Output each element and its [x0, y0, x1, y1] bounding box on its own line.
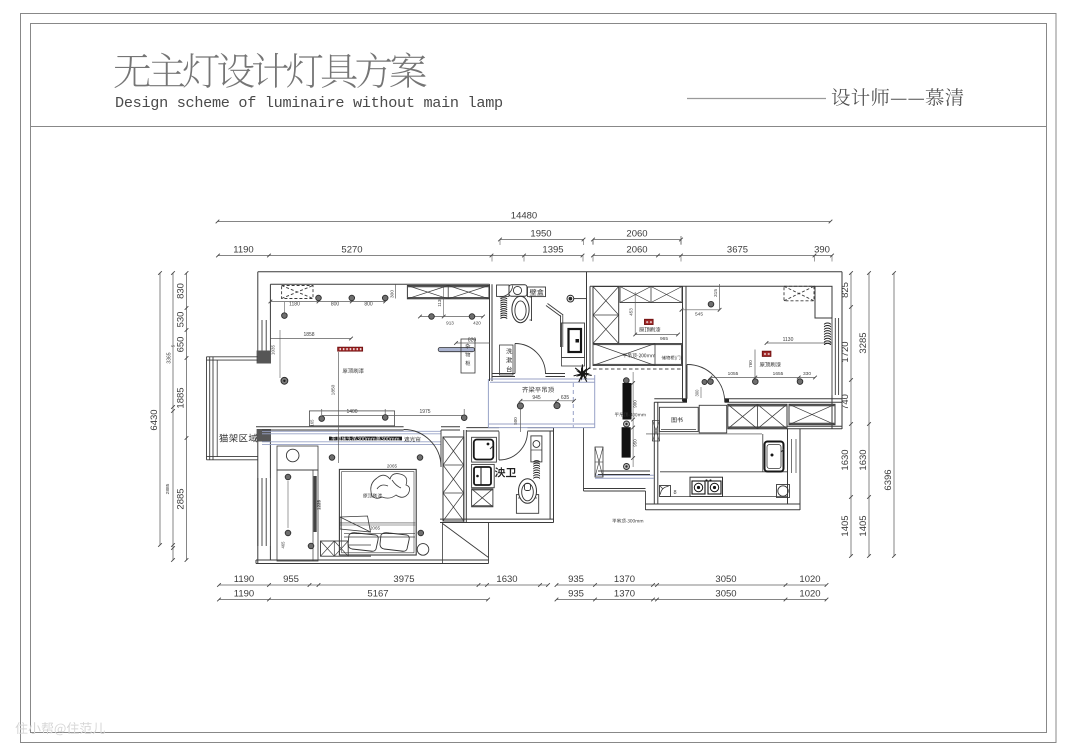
- svg-text:1190: 1190: [234, 589, 254, 600]
- svg-text:1370: 1370: [614, 574, 635, 585]
- svg-text:1190: 1190: [234, 574, 254, 585]
- svg-text:300: 300: [695, 389, 700, 397]
- svg-text:315: 315: [713, 289, 719, 297]
- svg-text:2060: 2060: [626, 245, 647, 256]
- svg-text:390: 390: [814, 245, 830, 256]
- svg-text:1370: 1370: [614, 589, 635, 600]
- svg-text:1405: 1405: [858, 515, 869, 536]
- svg-text:1130: 1130: [437, 297, 442, 307]
- svg-text:2065: 2065: [387, 464, 398, 469]
- svg-text:500: 500: [513, 417, 518, 425]
- svg-text:1885: 1885: [176, 387, 187, 408]
- svg-text:1395: 1395: [542, 245, 563, 256]
- svg-text:1850: 1850: [331, 384, 337, 395]
- svg-text:3050: 3050: [715, 589, 736, 600]
- svg-text:913: 913: [446, 321, 454, 326]
- svg-text:453: 453: [629, 308, 634, 316]
- svg-text:2885: 2885: [176, 488, 187, 509]
- svg-text:1720: 1720: [840, 341, 851, 362]
- svg-text:1225: 1225: [317, 499, 322, 510]
- svg-text:6430: 6430: [149, 409, 160, 430]
- svg-text:1190: 1190: [233, 245, 253, 256]
- svg-text:6396: 6396: [883, 469, 894, 490]
- svg-text:5270: 5270: [341, 245, 362, 256]
- svg-text:330: 330: [803, 371, 811, 377]
- svg-text:635: 635: [561, 395, 570, 401]
- svg-text:1020: 1020: [799, 574, 820, 585]
- svg-text:14480: 14480: [511, 211, 537, 222]
- svg-text:Design scheme of luminaire wit: Design scheme of luminaire without main …: [115, 94, 503, 112]
- svg-text:1630: 1630: [858, 449, 869, 470]
- svg-text:1405: 1405: [840, 515, 851, 536]
- svg-text:1630: 1630: [496, 574, 517, 585]
- svg-text:530: 530: [176, 312, 187, 328]
- svg-text:465: 465: [281, 541, 286, 549]
- svg-text:2885: 2885: [165, 483, 171, 494]
- svg-text:5167: 5167: [367, 589, 388, 600]
- svg-text:820: 820: [468, 338, 477, 344]
- svg-text:2060: 2060: [626, 229, 647, 240]
- svg-text:740: 740: [840, 394, 851, 410]
- svg-text:1035: 1035: [271, 344, 276, 355]
- svg-text:3675: 3675: [727, 245, 748, 256]
- svg-text:545: 545: [695, 311, 703, 317]
- svg-text:1325: 1325: [316, 499, 321, 510]
- svg-text:3050: 3050: [715, 574, 736, 585]
- svg-text:1655: 1655: [773, 371, 784, 377]
- svg-text:1858: 1858: [303, 332, 314, 338]
- svg-text:935: 935: [568, 589, 584, 600]
- svg-text:1020: 1020: [799, 589, 820, 600]
- svg-text:3285: 3285: [858, 332, 869, 353]
- svg-text:900: 900: [633, 400, 638, 408]
- svg-text:760: 760: [748, 360, 753, 368]
- svg-text:830: 830: [176, 283, 187, 299]
- svg-text:300: 300: [390, 290, 396, 298]
- svg-text:800: 800: [331, 302, 340, 308]
- svg-text:3365: 3365: [167, 352, 173, 363]
- svg-text:1630: 1630: [840, 449, 851, 470]
- svg-text:955: 955: [283, 574, 299, 585]
- svg-text:5: 5: [171, 344, 176, 347]
- svg-text:1400: 1400: [346, 409, 357, 415]
- svg-text:1950: 1950: [530, 229, 551, 240]
- svg-text:1180: 1180: [289, 302, 300, 308]
- svg-text:1130: 1130: [783, 337, 794, 343]
- svg-text:2065: 2065: [370, 526, 381, 531]
- svg-text:800: 800: [364, 302, 373, 308]
- svg-text:950: 950: [633, 439, 638, 447]
- svg-text:1975: 1975: [419, 409, 430, 415]
- svg-text:420: 420: [473, 321, 481, 326]
- svg-text:945: 945: [532, 395, 541, 401]
- svg-text:8: 8: [673, 490, 676, 496]
- svg-text:650: 650: [176, 337, 187, 353]
- svg-text:3975: 3975: [393, 574, 414, 585]
- svg-text:965: 965: [660, 336, 668, 342]
- svg-text:825: 825: [840, 282, 851, 298]
- svg-text:935: 935: [568, 574, 584, 585]
- svg-text:165: 165: [310, 419, 315, 427]
- svg-text:1055: 1055: [728, 371, 739, 377]
